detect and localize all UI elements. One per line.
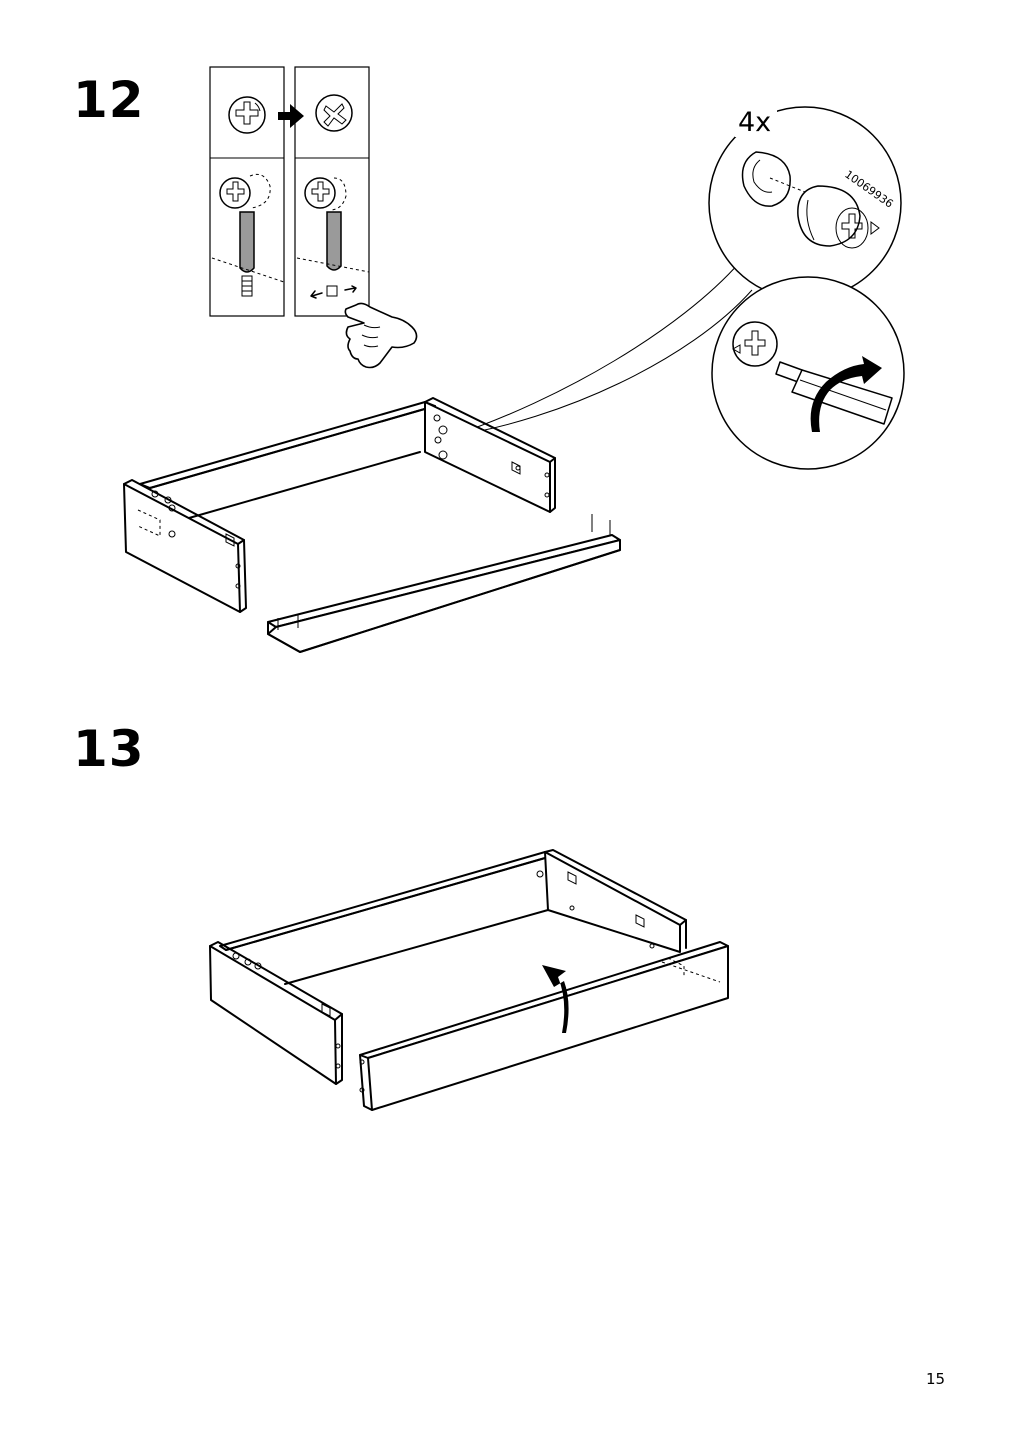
- page-number: 15: [926, 1370, 946, 1388]
- frame-assembly-step-12: [123, 397, 621, 653]
- step-12-illustration: 4x 10069936: [123, 66, 905, 653]
- cam-lock-before-panel: [209, 66, 285, 317]
- step-13-illustration: [209, 849, 729, 1111]
- pointing-hand-icon: [344, 302, 418, 369]
- quantity-label: 4x: [738, 107, 771, 138]
- screwdriver-callout-detail: [711, 276, 905, 470]
- screwdriver-icon: [775, 361, 893, 425]
- arrow-right-icon: [278, 104, 304, 128]
- rotation-arrow-icon: [810, 356, 882, 432]
- cam-lock-icon: [228, 96, 266, 134]
- step-number-12: 12: [73, 71, 145, 129]
- rotate-up-arrow-icon: [542, 965, 569, 1033]
- cam-lock-after-panel: [294, 66, 370, 317]
- step-number-13: 13: [73, 720, 145, 778]
- frame-assembly-step-13: [209, 849, 729, 1111]
